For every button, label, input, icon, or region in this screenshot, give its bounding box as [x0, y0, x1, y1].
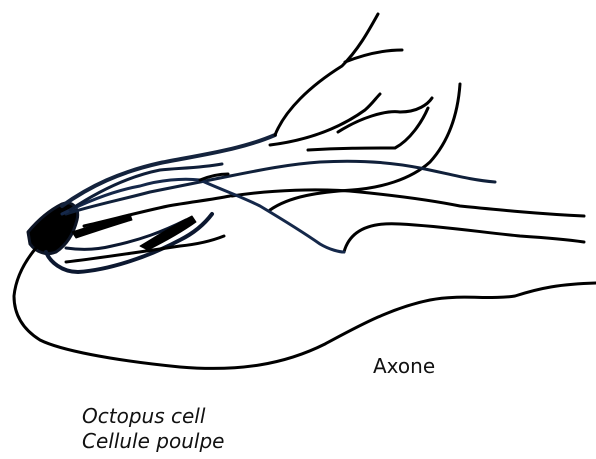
dendrite-long-right	[308, 108, 428, 150]
caption-french: Cellule poulpe	[82, 429, 224, 454]
dendrite-wedge-2	[72, 214, 132, 238]
diagram-caption: Octopus cell Cellule poulpe	[82, 404, 224, 454]
dendrite-branch-top	[275, 14, 378, 135]
axon	[14, 248, 596, 368]
axon-label: Axone	[373, 354, 435, 378]
dendrite-loop	[344, 224, 584, 252]
caption-english: Octopus cell	[82, 404, 224, 429]
